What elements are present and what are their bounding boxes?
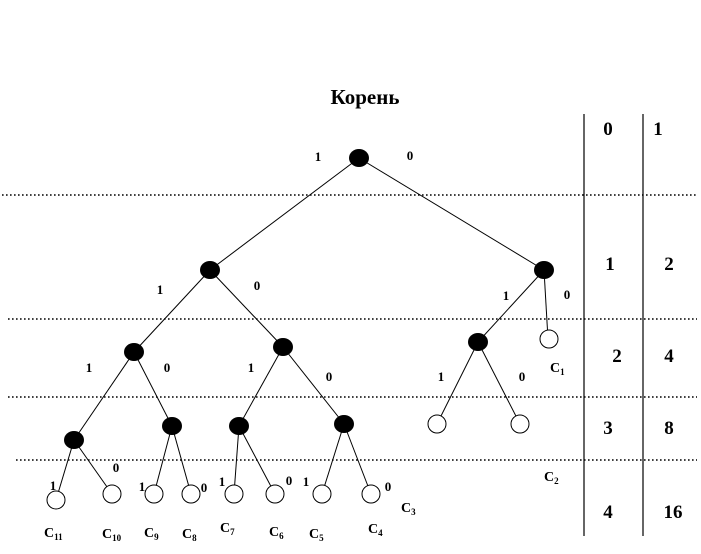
table-count-2: 4	[664, 346, 674, 367]
leaf-labels: C1 C2 C3 C4 C5 C6 C7 C8 C9 C10 C11	[44, 361, 565, 543]
leaf-label-c4: C4	[368, 522, 383, 538]
leaf-node	[144, 484, 164, 504]
edge-label-zero: 0	[519, 369, 526, 384]
leaf-label-c2: C2	[544, 470, 559, 486]
leaf-node	[427, 414, 447, 434]
leaf-label-c10: C10	[102, 527, 122, 543]
tree-node	[468, 333, 488, 351]
edge-label-zero: 0	[564, 287, 571, 302]
leaf-node	[224, 484, 244, 504]
table-level-3: 3	[603, 418, 613, 439]
leaf-label-c1: C1	[550, 361, 565, 377]
table-level-4: 4	[603, 502, 613, 523]
leaf-node	[181, 484, 201, 504]
edge-label-one: 1	[315, 149, 322, 164]
edge-label-zero: 0	[254, 278, 261, 293]
table-level-2: 2	[612, 346, 622, 367]
edge-label-one: 1	[139, 479, 146, 494]
edge-label-one: 1	[86, 360, 93, 375]
leaf-node	[312, 484, 332, 504]
leaf-node	[46, 490, 66, 510]
leaf-node	[539, 329, 559, 349]
table-count-4: 16	[664, 502, 683, 523]
leaf-label-c3: C3	[401, 501, 416, 517]
tree-node	[124, 343, 144, 361]
leaf-node	[265, 484, 285, 504]
tree-node	[334, 415, 354, 433]
leaf-node	[361, 484, 381, 504]
edge-label-one: 1	[219, 474, 226, 489]
table-count-0: 1	[653, 119, 663, 140]
edge-label-zero: 0	[385, 479, 392, 494]
edge-label-zero: 0	[113, 460, 120, 475]
edge-label-one: 1	[157, 282, 164, 297]
edge-label-one: 1	[303, 474, 310, 489]
leaf-node	[510, 414, 530, 434]
table-count-3: 8	[664, 418, 674, 439]
leaf-label-c5: C5	[309, 527, 324, 543]
tree-node	[64, 431, 84, 449]
table-level-1: 1	[605, 254, 615, 275]
edge-label-zero: 0	[407, 148, 414, 163]
leaf-label-c6: C6	[269, 525, 284, 541]
leaf-node	[102, 484, 122, 504]
tree-edges	[55, 157, 549, 501]
edge-label-zero: 0	[201, 480, 208, 495]
edge-labels: 1 0 1 0 1 0 1 0 1 0 1 0 0 1 1 0 1 0 1 0	[50, 148, 571, 495]
table-level-0: 0	[603, 119, 613, 140]
table-count-1: 2	[664, 254, 674, 275]
edge-label-one: 1	[50, 478, 57, 493]
edge-label-zero: 0	[164, 360, 171, 375]
leaf-label-c11: C11	[44, 526, 63, 542]
tree-node	[229, 417, 249, 435]
tree-node	[273, 338, 293, 356]
tree-node	[200, 261, 220, 279]
root-node	[349, 149, 369, 167]
diagram-title: Корень	[331, 85, 400, 109]
leaf-label-c8: C8	[182, 527, 197, 543]
level-table: 0 1 1 2 2 4 3 8 4 16	[603, 119, 682, 523]
edge-label-zero: 0	[286, 473, 293, 488]
edge-label-one: 1	[248, 360, 255, 375]
edge-label-zero: 0	[326, 369, 333, 384]
edge-label-one: 1	[438, 369, 445, 384]
leaf-label-c7: C7	[220, 521, 235, 537]
leaf-label-c9: C9	[144, 526, 159, 542]
tree-node	[534, 261, 554, 279]
tree-node	[162, 417, 182, 435]
edge-label-one: 1	[503, 288, 510, 303]
